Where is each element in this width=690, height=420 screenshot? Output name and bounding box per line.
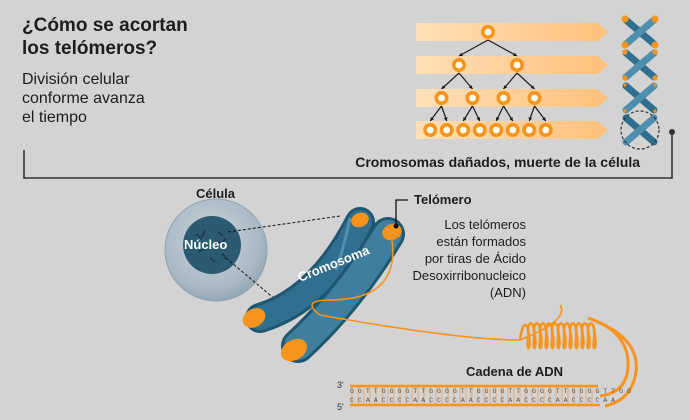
cell-dot (423, 123, 438, 137)
chromosome-icon (622, 49, 658, 81)
cell-dot (510, 58, 524, 72)
subtitle: División celular conforme avanza el tiem… (22, 70, 192, 127)
right-arrow-icon (416, 23, 608, 41)
bracket-end-dot (669, 129, 675, 135)
division-tree (429, 39, 547, 122)
dna-sequence-top: G G T T G G G G T T G G G G T T G G G G … (350, 388, 631, 395)
dna-label: Cadena de ADN (466, 364, 564, 379)
chromosome-icon (622, 82, 658, 114)
telomere-end (351, 212, 369, 228)
nucleus-label: Núcleo (184, 237, 227, 252)
subtitle-line: el tiempo (22, 109, 87, 126)
chromosome-large: Cromosoma (242, 207, 405, 363)
dna-strand (311, 239, 638, 408)
telomere-description: Los telómeros están formados por tiras d… (398, 216, 526, 301)
cell-dot (538, 123, 553, 137)
down-arrow-icon (495, 105, 505, 122)
chromosome-icon (621, 15, 659, 49)
telomere-description-line: Desoxirribonucleico (412, 268, 526, 283)
subtitle-line: conforme avanza (22, 90, 145, 107)
chromosome-icon (620, 110, 660, 150)
down-arrow-icon (502, 105, 514, 122)
right-arrow-icon (416, 89, 608, 107)
telomere-description-line: por tiras de Ácido (424, 251, 526, 266)
page-title: ¿Cómo se acortan los telómeros? (22, 14, 222, 60)
outcome-label: Cromosomas dañados, muerte de la célula (355, 154, 640, 170)
dna-strand-top-end: 3' (337, 380, 344, 390)
cell-dot (481, 25, 495, 39)
bracket-line (23, 132, 673, 179)
division-rows (416, 23, 608, 139)
cell-dot (489, 123, 504, 137)
telomere-end (280, 338, 308, 362)
telomere-end (242, 308, 266, 328)
dna-sequence-bottom: C C A A C C C C A A C C C C A A C C C C … (350, 397, 615, 404)
dna-strand-bottom-end: 5' (337, 402, 344, 412)
down-arrow-icon (458, 39, 489, 57)
cell-dot (472, 123, 487, 137)
telomere-pointer (395, 199, 408, 224)
down-arrow-icon (440, 105, 448, 122)
cell-dot (456, 123, 471, 137)
cell-dot (496, 91, 511, 105)
down-arrow-icon (429, 105, 442, 122)
zoom-line (227, 215, 341, 233)
title-line: los telómeros? (22, 38, 158, 59)
nucleus (183, 216, 241, 274)
telomere-label: Telómero (414, 192, 472, 207)
down-arrow-icon (528, 105, 536, 122)
cell-dot (527, 91, 542, 105)
down-arrow-icon (441, 72, 460, 90)
down-arrow-icon (503, 72, 518, 90)
cell-dot (434, 91, 449, 105)
subtitle-line: División celular (22, 71, 130, 88)
down-arrow-icon (534, 105, 547, 122)
cell-dot (465, 91, 480, 105)
zoom-line (225, 257, 277, 301)
down-arrow-icon (458, 72, 473, 90)
down-arrow-icon (462, 105, 474, 122)
telomere-description-line: Los telómeros (444, 217, 526, 232)
telomere-pointer-dot (393, 223, 399, 229)
chromosome-icons (620, 15, 660, 150)
cell-dot (439, 123, 454, 137)
cell-label: Célula (196, 186, 236, 201)
down-arrow-icon (516, 72, 535, 90)
cell-dot (505, 123, 520, 137)
down-arrow-icon (487, 39, 518, 57)
cell-dot (452, 58, 466, 72)
telomere-description-line: están formados (436, 234, 526, 249)
down-arrow-icon (471, 105, 481, 122)
cell-dot (522, 123, 537, 137)
cell-icon (164, 198, 268, 302)
title-line: ¿Cómo se acortan (22, 15, 188, 36)
telomere-description-line: (ADN) (489, 285, 526, 300)
